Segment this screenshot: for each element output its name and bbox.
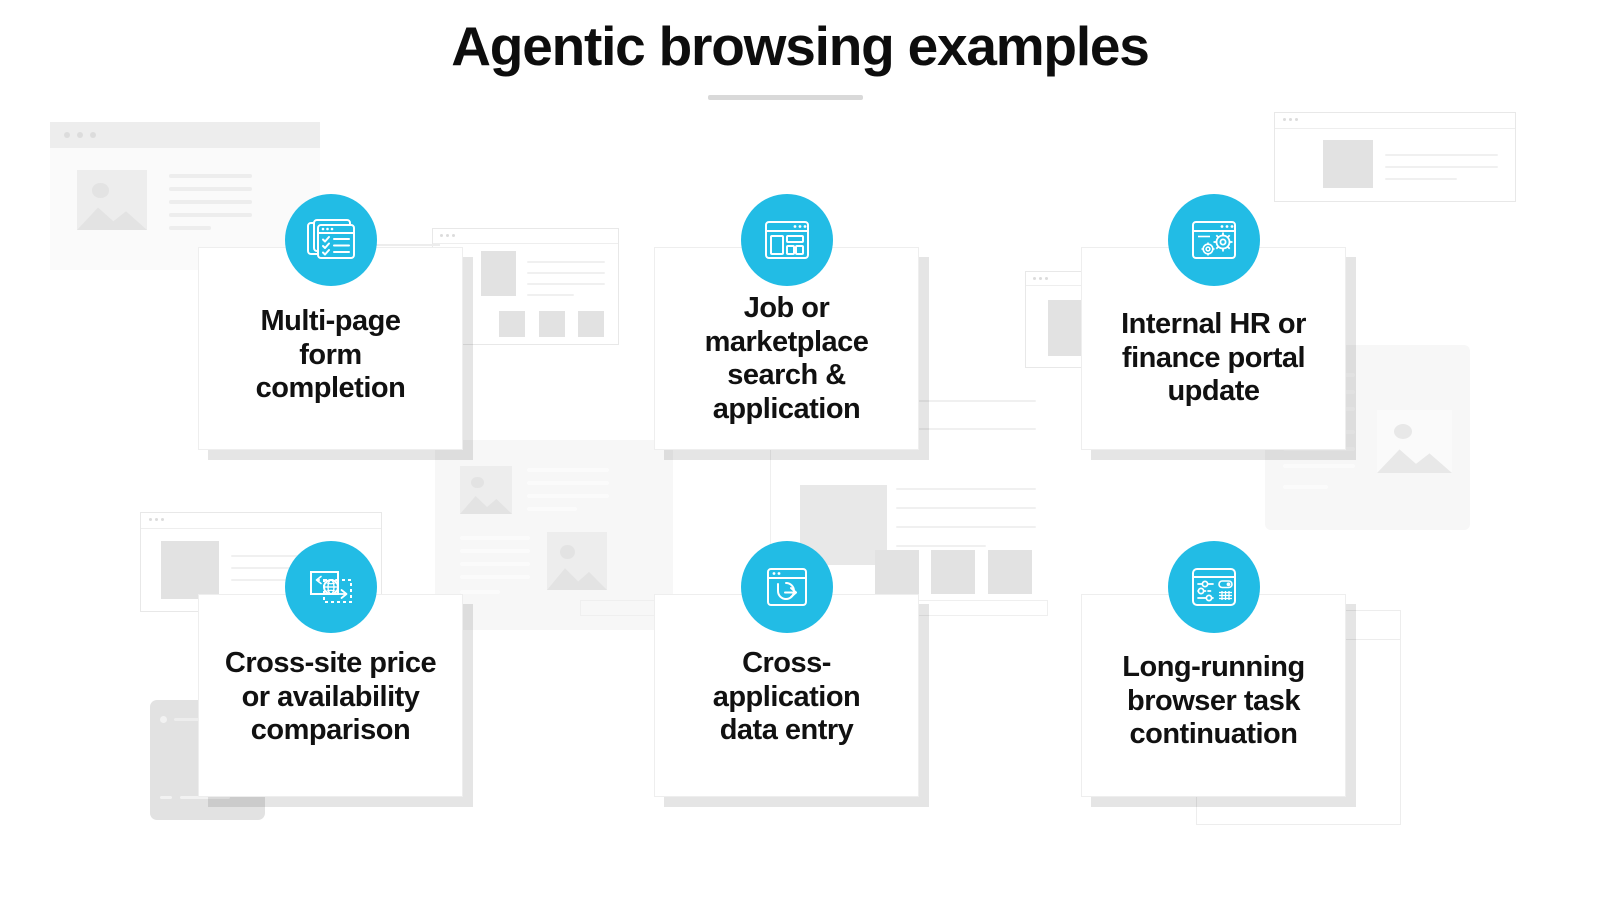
badge-long-running-browser-task-continuation[interactable]: [1168, 541, 1260, 633]
bg-titlebar-dot: [77, 132, 83, 138]
bg-rule: [370, 244, 440, 246]
bg-titlebar-dot: [1283, 118, 1286, 121]
card-internal-hr-or-finance-portal-update[interactable]: Internal HR or finance portal update: [1081, 247, 1346, 450]
bg-text-line: [896, 545, 986, 547]
bg-text-line: [1283, 464, 1355, 468]
bg-titlebar-dot: [440, 234, 443, 237]
card-label: Internal HR or finance portal update: [1121, 308, 1306, 408]
bg-text-line: [1385, 178, 1457, 180]
bg-titlebar-dot: [1039, 277, 1042, 280]
bg-text-line: [527, 283, 605, 285]
bg-titlebar-dot: [155, 518, 158, 521]
card-cross-application-data-entry[interactable]: Cross- application data entry: [654, 594, 919, 797]
badge-multi-page-form-completion[interactable]: [285, 194, 377, 286]
bg-image-placeholder: [77, 170, 147, 230]
bg-image-placeholder: [1377, 410, 1452, 473]
bg-card-top-center-left: [432, 228, 619, 345]
bg-text-line: [1385, 154, 1498, 156]
bg-text-line: [231, 555, 341, 557]
badge-job-or-marketplace-search-application[interactable]: [741, 194, 833, 286]
bg-text-line: [896, 507, 1036, 509]
bg-thumbnail: [988, 550, 1032, 594]
bg-block: [1323, 140, 1373, 188]
bg-text-line: [169, 174, 252, 178]
bg-text-line: [460, 590, 500, 594]
bg-titlebar-dot: [1295, 118, 1298, 121]
bg-block: [161, 541, 219, 599]
bg-titlebar-dot: [161, 518, 164, 521]
bg-divider-line: [770, 400, 771, 585]
bg-browser-window-top-left: [50, 122, 320, 270]
bg-text-line: [896, 428, 1036, 430]
bg-titlebar-dot: [1289, 118, 1292, 121]
bg-text-line: [180, 796, 230, 799]
bg-text-line: [896, 488, 1036, 490]
browser-gears-icon: [1189, 217, 1239, 263]
bg-thumbnail: [499, 311, 525, 337]
bg-browser-window-top-right: [1274, 112, 1516, 202]
bg-thumbnail: [931, 550, 975, 594]
badge-cross-application-data-entry[interactable]: [741, 541, 833, 633]
bg-thumbnail: [578, 311, 604, 337]
bg-text-line: [169, 200, 252, 204]
bg-text-line: [527, 507, 577, 511]
bg-text-line: [169, 187, 252, 191]
bg-text-line: [527, 272, 605, 274]
bg-titlebar-dot: [1045, 277, 1048, 280]
bg-text-line: [169, 213, 252, 217]
bg-article-mid-center: [435, 440, 673, 630]
bg-titlebar-dot: [90, 132, 96, 138]
browser-checklist-icon: [305, 216, 357, 264]
bg-image-placeholder: [460, 466, 512, 514]
bg-text-line: [169, 226, 211, 230]
browser-layout-grid-icon: [762, 217, 812, 263]
badge-cross-site-price-or-availability-comparison[interactable]: [285, 541, 377, 633]
cross-site-globe-arrows-icon: [305, 563, 357, 611]
bg-image-placeholder: [547, 532, 607, 590]
card-label: Multi-page form completion: [255, 305, 406, 405]
bg-text-line: [160, 796, 172, 799]
bg-text-line: [460, 562, 530, 566]
bg-titlebar-dot: [446, 234, 449, 237]
bg-text-line: [1385, 166, 1498, 168]
bg-block: [481, 251, 516, 296]
bg-text-line: [527, 261, 605, 263]
bg-titlebar: [433, 229, 618, 244]
page-title: Agentic browsing examples: [451, 15, 1150, 77]
bg-thumbnail: [875, 550, 919, 594]
bg-titlebar: [1275, 113, 1515, 129]
bg-titlebar-dot: [64, 132, 70, 138]
card-label: Job or marketplace search & application: [704, 292, 869, 425]
bg-thumbnail: [539, 311, 565, 337]
bg-text-line: [460, 536, 530, 540]
card-label: Cross-site price or availability compari…: [224, 647, 437, 747]
bg-text-line: [527, 294, 574, 296]
bg-text-line: [896, 526, 1036, 528]
bg-titlebar-dot: [1033, 277, 1036, 280]
bg-text-line: [1283, 485, 1328, 489]
bg-text-line: [527, 468, 609, 472]
bg-text-line: [896, 400, 1036, 402]
browser-loop-arrow-icon: [762, 564, 812, 610]
bg-text-line: [527, 481, 609, 485]
bg-titlebar-dot: [149, 518, 152, 521]
badge-internal-hr-or-finance-portal-update[interactable]: [1168, 194, 1260, 286]
title-underline-rule: [708, 95, 863, 100]
bg-titlebar: [141, 513, 381, 529]
bg-text-line: [527, 494, 609, 498]
dashboard-sliders-icon: [1188, 564, 1240, 610]
bg-titlebar-dot: [452, 234, 455, 237]
bg-device-dot: [160, 716, 167, 723]
card-label: Long-running browser task continuation: [1122, 651, 1305, 751]
card-multi-page-form-completion[interactable]: Multi-page form completion: [198, 247, 463, 450]
bg-text-line: [460, 575, 530, 579]
card-label: Cross- application data entry: [712, 647, 861, 747]
bg-text-line: [460, 549, 530, 553]
bg-text-line: [231, 567, 341, 569]
